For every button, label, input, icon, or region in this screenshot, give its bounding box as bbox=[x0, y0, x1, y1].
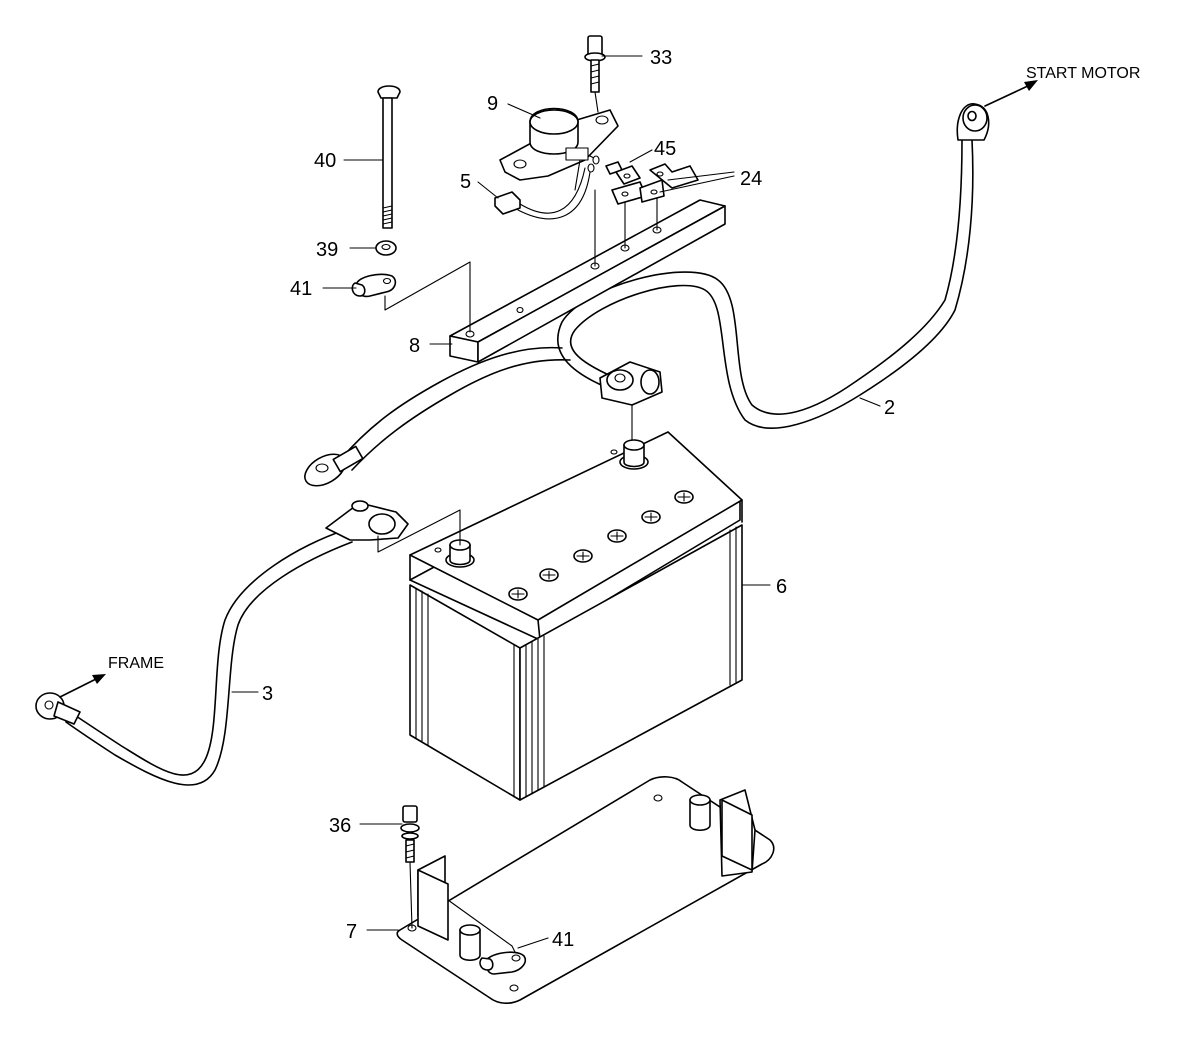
bolt-40 bbox=[377, 85, 401, 229]
callout-3: 3 bbox=[262, 683, 273, 705]
callout-41-bottom: 41 bbox=[552, 929, 574, 951]
clip-41-top bbox=[351, 261, 471, 333]
battery-posts bbox=[434, 439, 649, 568]
washer-39 bbox=[375, 240, 397, 256]
callout-2: 2 bbox=[884, 397, 895, 419]
clip-41-bottom bbox=[479, 951, 527, 975]
callout-36: 36 bbox=[329, 815, 351, 837]
terminals-24 bbox=[611, 163, 699, 205]
positive-clamp bbox=[599, 361, 663, 441]
callout-8: 8 bbox=[409, 335, 420, 357]
callout-5: 5 bbox=[460, 171, 471, 193]
hold-down-bar-8 bbox=[449, 189, 726, 363]
callout-33: 33 bbox=[650, 47, 672, 69]
callout-41-top: 41 bbox=[290, 278, 312, 300]
cable-3 bbox=[35, 500, 461, 786]
callout-40: 40 bbox=[314, 150, 336, 172]
vent-caps bbox=[508, 490, 694, 601]
negative-clamp bbox=[325, 500, 461, 553]
callout-labels: 33 9 40 45 5 24 39 41 8 2 6 3 36 7 41 ST… bbox=[108, 47, 1140, 951]
connector-5 bbox=[494, 167, 591, 220]
leader-lines bbox=[231, 55, 881, 949]
callout-24: 24 bbox=[740, 168, 762, 190]
callout-39: 39 bbox=[316, 239, 338, 261]
terminal-45 bbox=[605, 161, 641, 185]
callout-9: 9 bbox=[487, 93, 498, 115]
callout-7: 7 bbox=[346, 921, 357, 943]
battery-6 bbox=[409, 431, 743, 801]
tray-7 bbox=[396, 776, 775, 1004]
cable-2 bbox=[304, 80, 1038, 487]
callout-45: 45 bbox=[654, 138, 676, 160]
bolt-36 bbox=[400, 805, 420, 929]
frame-label: FRAME bbox=[108, 655, 164, 672]
relay-9 bbox=[499, 107, 619, 191]
bolt-33 bbox=[584, 35, 606, 113]
callout-6: 6 bbox=[776, 576, 787, 598]
start-motor-label: START MOTOR bbox=[1026, 65, 1140, 82]
